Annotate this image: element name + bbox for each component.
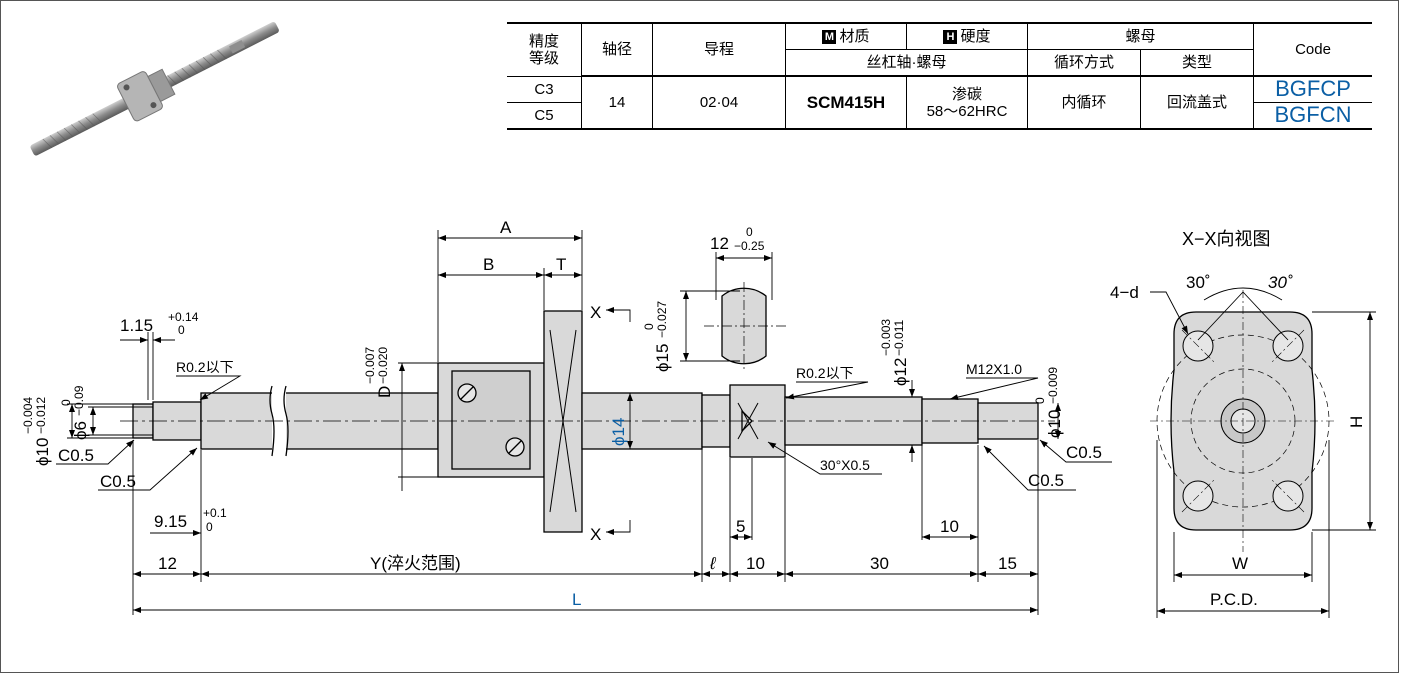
dim-PCD: P.C.D. <box>1210 590 1258 609</box>
header-hardness-label: 硬度 <box>960 28 991 45</box>
dim-10-bottom: 10 <box>746 554 765 573</box>
note-r02-left: R0.2以下 <box>176 359 234 375</box>
header-nut-type: 类型 <box>1140 49 1254 77</box>
header-code: Code <box>1253 22 1372 77</box>
dim-5: 5 <box>736 517 745 536</box>
hardness-badge-icon: H <box>943 30 958 44</box>
dim-Y: Y(淬火范围) <box>370 554 461 573</box>
dim-12-flat: 12 <box>710 234 729 253</box>
dim-10-thread: 10 <box>940 517 959 536</box>
dim-12-bottom: 12 <box>158 554 177 573</box>
dim-D: D <box>375 386 394 398</box>
dim-phi14: ϕ14 <box>609 418 628 446</box>
dim-phi6-tol-bot: −0.09 <box>72 385 86 416</box>
dim-phi15: ϕ15 <box>653 344 672 372</box>
material-badge-icon: M <box>822 30 837 44</box>
dim-9-15-tol-bot: 0 <box>206 520 213 534</box>
note-c05-left-a: C0.5 <box>58 446 94 465</box>
dim-9-15: 9.15 <box>154 512 187 531</box>
dim-phi6-tol-top: 0 <box>59 399 73 406</box>
dim-12-tol-bot: −0.25 <box>734 239 765 253</box>
dim-phi12: ϕ12 <box>891 358 910 386</box>
note-4d: 4−d <box>1110 283 1139 302</box>
product-photo <box>30 22 279 156</box>
header-grade: 精度等级 <box>507 22 582 77</box>
dim-12-tol-top: 0 <box>746 225 753 239</box>
dim-1-15: 1.15 <box>120 316 153 335</box>
dim-H: H <box>1347 416 1366 428</box>
note-c05-right-b: C0.5 <box>1028 471 1064 490</box>
dim-15: 15 <box>998 554 1017 573</box>
flange-end-view <box>1150 287 1376 618</box>
dim-30: 30 <box>870 554 889 573</box>
header-circulation: 循环方式 <box>1027 49 1141 77</box>
header-grade-line1: 精度 <box>528 32 559 50</box>
header-material-label: 材质 <box>839 28 870 45</box>
note-chamfer: 30°X0.5 <box>820 457 870 473</box>
cell-material: SCM415H <box>785 76 907 130</box>
dim-phi10-left-tol-top: −0.004 <box>21 397 35 434</box>
cell-diameter: 14 <box>581 76 653 130</box>
note-c05-right-a: C0.5 <box>1066 443 1102 462</box>
dim-phi12-tol-bot: −0.011 <box>892 320 906 356</box>
dim-D-tol-bot: −0.020 <box>376 347 390 384</box>
code-link-bgfcn[interactable]: BGFCN <box>1253 101 1372 130</box>
section-mark-x-top: X <box>590 303 601 322</box>
code-bgfcn-text[interactable]: BGFCN <box>1274 101 1352 127</box>
cell-nut-type: 回流盖式 <box>1140 76 1254 130</box>
shaft-flat-section <box>704 282 786 370</box>
cell-lead: 02·04 <box>652 76 786 130</box>
section-mark-x-bottom: X <box>590 525 601 544</box>
angle-right: 30˚ <box>1268 273 1293 292</box>
cell-circulation: 内循环 <box>1027 76 1141 130</box>
dim-W: W <box>1232 554 1248 573</box>
code-bgfcp-text[interactable]: BGFCP <box>1275 75 1351 101</box>
dim-1-15-tol-top: +0.14 <box>168 310 199 324</box>
dim-T: T <box>556 255 566 274</box>
code-link-bgfcp[interactable]: BGFCP <box>1253 75 1372 103</box>
note-thread-m12: M12X1.0 <box>966 361 1022 377</box>
angle-left: 30˚ <box>1186 273 1211 292</box>
dim-B: B <box>483 255 494 274</box>
view-title: X−X向视图 <box>1182 229 1271 249</box>
note-c05-left-b: C0.5 <box>100 472 136 491</box>
dim-phi15-tol-bot: −0.027 <box>655 301 669 338</box>
dim-phi6: ϕ6 <box>71 421 90 440</box>
note-r02-right: R0.2以下 <box>796 365 854 381</box>
grade-c3: C3 <box>507 76 582 103</box>
dim-phi10-right: ϕ10 <box>1045 410 1064 438</box>
dim-9-15-tol-top: +0.1 <box>203 506 227 520</box>
dim-phi10-right-tol-top: 0 <box>1033 397 1047 404</box>
dim-phi10-left-tol-bot: −0.012 <box>34 397 48 434</box>
header-grade-line2: 等级 <box>528 49 559 67</box>
dim-phi10-right-tol-bot: −0.009 <box>1046 367 1060 404</box>
header-lead: 导程 <box>652 22 786 77</box>
header-diameter: 轴径 <box>581 22 653 77</box>
dim-L: L <box>572 590 581 609</box>
dim-1-15-tol-bot: 0 <box>178 323 185 337</box>
dim-D-tol-top: −0.007 <box>363 347 377 384</box>
dim-phi12-tol-top: −0.003 <box>879 319 893 356</box>
header-nut: 螺母 <box>1027 22 1254 50</box>
dim-A: A <box>500 218 512 237</box>
header-material-sub: 丝杠轴·螺母 <box>785 49 1028 77</box>
hardness-line1: 渗碳 <box>951 85 982 103</box>
dim-phi10-left: ϕ10 <box>33 438 52 466</box>
dim-phi15-tol-top: 0 <box>642 323 656 330</box>
dim-l: ℓ <box>709 554 716 573</box>
hardness-line2: 58～62HRC <box>926 102 1008 120</box>
grade-c5: C5 <box>507 102 582 130</box>
